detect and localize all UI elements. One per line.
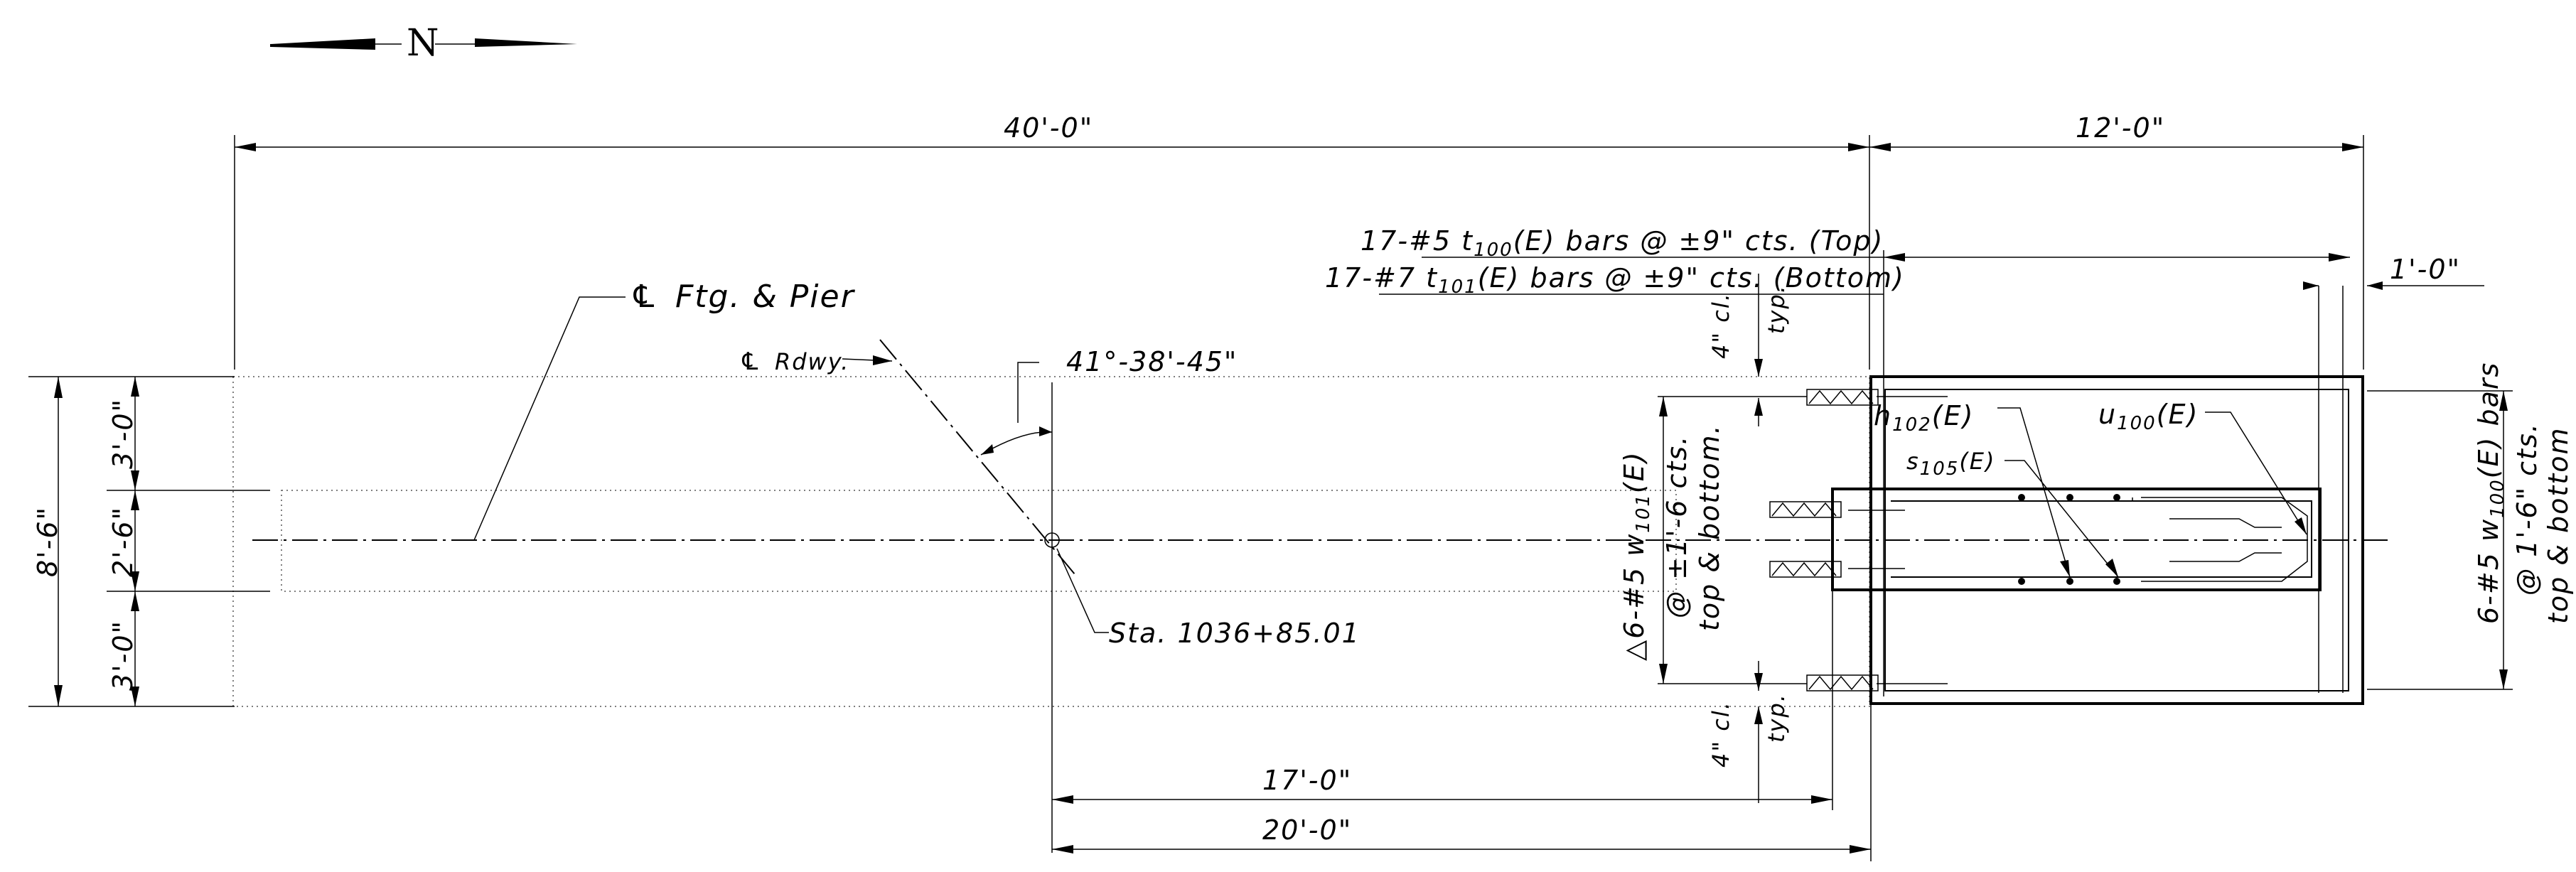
dimension-top: 40'-0" 12'-0" <box>234 112 2364 370</box>
callout-s105: s105(E) <box>1906 448 2119 578</box>
svg-text:△6-#5 w101(E): △6-#5 w101(E) <box>1619 451 1654 661</box>
svg-text:12'-0": 12'-0" <box>2076 112 2165 144</box>
callout-bottom-bars: 17-#7 t101(E) bars @ ±9" cts. (Bottom) <box>1325 262 1905 298</box>
callout-u100: u100(E) <box>2098 399 2307 535</box>
svg-text:2'-6": 2'-6" <box>107 506 139 577</box>
label-angle: 41°-38'-45" <box>1066 346 1238 377</box>
callout-clear-top: 4" cl. typ. <box>1707 274 1790 426</box>
centerlines <box>252 339 2388 853</box>
svg-text:17'-0": 17'-0" <box>1262 765 1352 796</box>
svg-text:top & bottom.: top & bottom. <box>1694 424 1725 631</box>
dowel-symbols <box>1769 389 1879 691</box>
dimension-left: 8'-6" 3'-0" 2'-6" 3'-0" <box>28 376 270 707</box>
svg-text:3'-0": 3'-0" <box>107 398 139 469</box>
callout-h102: h102(E) <box>1874 400 2071 578</box>
svg-text:@ 1'-6" cts.: @ 1'-6" cts. <box>2511 422 2543 596</box>
svg-text:@ ±1'-6 cts.: @ ±1'-6 cts. <box>1661 435 1692 618</box>
svg-text:℄: ℄ <box>739 348 762 376</box>
label-cl-ftg-pier: ℄ Ftg. & Pier <box>473 279 856 541</box>
svg-text:top & bottom: top & bottom <box>2543 427 2574 625</box>
dimension-bars-top: 1'-0" <box>1884 253 2484 290</box>
label-cl-rdwy: ℄ Rdwy. <box>739 348 893 376</box>
svg-text:17-#7 t101(E) bars @ ±9" cts.: 17-#7 t101(E) bars @ ±9" cts. (Bottom) <box>1325 262 1905 298</box>
callout-clear-bottom: 4" cl. typ. <box>1707 661 1790 803</box>
svg-text:41°-38'-45": 41°-38'-45" <box>1066 346 1238 377</box>
svg-text:3'-0": 3'-0" <box>107 620 139 691</box>
svg-text:6-#5 w100(E) bars: 6-#5 w100(E) bars <box>2473 362 2508 624</box>
skew-angle-marker <box>980 362 1053 456</box>
callout-w101: △6-#5 w101(E) @ ±1'-6 cts. top & bottom. <box>1619 396 1807 684</box>
svg-text:4" cl.: 4" cl. <box>1707 292 1734 359</box>
svg-text:1'-0": 1'-0" <box>2390 254 2461 285</box>
callout-top-bars: 17-#5 t100(E) bars @ ±9" cts. (Top) <box>1361 225 1884 261</box>
svg-text:8'-6": 8'-6" <box>32 506 63 577</box>
svg-text:4" cl.: 4" cl. <box>1707 701 1734 768</box>
dimension-right <box>2367 390 2513 690</box>
svg-text:h102(E): h102(E) <box>1874 400 1974 436</box>
svg-text:Rdwy.: Rdwy. <box>775 348 849 375</box>
svg-text:40'-0": 40'-0" <box>1004 112 1093 144</box>
svg-text:N: N <box>407 22 441 65</box>
svg-text:typ.: typ. <box>1763 284 1790 334</box>
svg-text:17-#5 t100(E) bars @ ±9" cts.: 17-#5 t100(E) bars @ ±9" cts. (Top) <box>1361 225 1884 261</box>
north-arrow-icon: N <box>270 22 577 65</box>
callout-w100: 6-#5 w100(E) bars @ 1'-6" cts. top & bot… <box>2473 362 2574 624</box>
centerline-icon: ℄ <box>630 279 659 315</box>
svg-text:Sta. 1036+85.01: Sta. 1036+85.01 <box>1109 618 1361 649</box>
svg-text:s105(E): s105(E) <box>1906 448 1996 480</box>
dimension-bottom: 17'-0" 20'-0" <box>1052 590 1872 861</box>
svg-text:u100(E): u100(E) <box>2098 399 2199 434</box>
svg-text:Ftg. & Pier: Ftg. & Pier <box>675 279 856 315</box>
label-station: Sta. 1036+85.01 <box>1056 548 1361 649</box>
svg-text:typ.: typ. <box>1763 693 1790 743</box>
svg-text:20'-0": 20'-0" <box>1262 814 1352 846</box>
rebar-lines <box>1848 250 2344 696</box>
